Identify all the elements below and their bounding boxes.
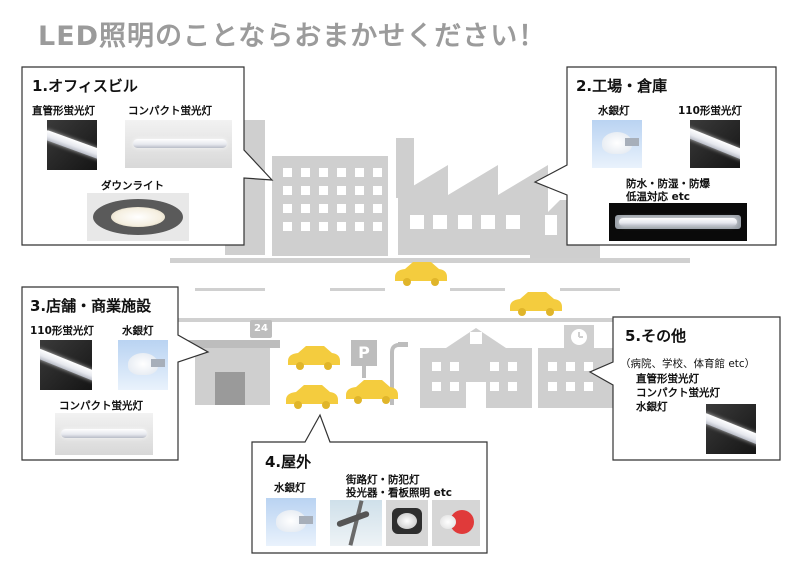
shop-compact-photo bbox=[55, 413, 153, 455]
outdoor-title: 4.屋外 bbox=[265, 453, 312, 471]
shop-item-compact: コンパクト蛍光灯 bbox=[59, 400, 143, 412]
car bbox=[510, 292, 562, 316]
office-item-straight-tube: 直管形蛍光灯 bbox=[32, 105, 95, 117]
outdoor-note-line1: 街路灯・防犯灯 bbox=[346, 474, 420, 486]
other-item-mercury: 水銀灯 bbox=[636, 401, 668, 413]
other-item-compact: コンパクト蛍光灯 bbox=[636, 387, 720, 399]
shop-item-mercury: 水銀灯 bbox=[122, 325, 154, 337]
page-headline: LED照明のことならおまかせください！ bbox=[38, 21, 547, 52]
factory-note-line2: 低温対応 etc bbox=[626, 191, 691, 203]
other-subtitle: （病院、学校、体育館 etc） bbox=[620, 358, 756, 370]
outdoor-item-mercury: 水銀灯 bbox=[274, 482, 306, 494]
office-item-downlight: ダウンライト bbox=[101, 180, 164, 192]
factory-box bbox=[533, 66, 777, 246]
factory-item-110: 110形蛍光灯 bbox=[678, 105, 742, 117]
sign-light-photo bbox=[432, 500, 480, 546]
sign-24-label: 24 bbox=[254, 323, 268, 334]
other-title: 5.その他 bbox=[625, 327, 687, 345]
cars bbox=[286, 262, 562, 409]
car bbox=[395, 262, 447, 286]
other-tube-photo bbox=[706, 404, 756, 454]
factory-item-mercury: 水銀灯 bbox=[598, 105, 630, 117]
street-lamp bbox=[390, 342, 408, 405]
shop-item-110: 110形蛍光灯 bbox=[30, 325, 94, 337]
car bbox=[346, 380, 398, 404]
floodlight-photo bbox=[386, 500, 428, 546]
school-building bbox=[538, 325, 618, 408]
parking-sign bbox=[351, 340, 377, 378]
factory-note-line1: 防水・防湿・防爆 bbox=[626, 178, 710, 190]
downlight-photo bbox=[87, 193, 189, 241]
car bbox=[288, 346, 340, 370]
shop-mercury-photo bbox=[118, 340, 168, 390]
outdoor-mercury-photo bbox=[266, 498, 316, 546]
tube-110-photo bbox=[690, 120, 740, 168]
shop-title: 3.店舗・商業施設 bbox=[30, 297, 152, 315]
hospital-building bbox=[420, 328, 532, 408]
factory-building bbox=[396, 138, 548, 255]
factory-title: 2.工場・倉庫 bbox=[576, 77, 668, 95]
street-light-photo bbox=[330, 500, 382, 546]
car bbox=[286, 385, 338, 409]
road-markings bbox=[195, 288, 620, 291]
shop-110-photo bbox=[40, 340, 92, 390]
waterproof-fixture-photo bbox=[609, 203, 747, 241]
office-item-compact: コンパクト蛍光灯 bbox=[128, 105, 212, 117]
mercury-lamp-photo bbox=[592, 120, 642, 168]
other-item-straight-tube: 直管形蛍光灯 bbox=[636, 373, 699, 385]
compact-tube-photo bbox=[125, 120, 232, 168]
outdoor-note-line2: 投光器・看板照明 etc bbox=[346, 487, 453, 499]
office-buildings bbox=[225, 120, 388, 256]
shop-building bbox=[185, 320, 280, 405]
straight-tube-photo bbox=[47, 120, 97, 170]
office-title: 1.オフィスビル bbox=[32, 77, 138, 95]
parking-p-label: P bbox=[358, 343, 370, 362]
